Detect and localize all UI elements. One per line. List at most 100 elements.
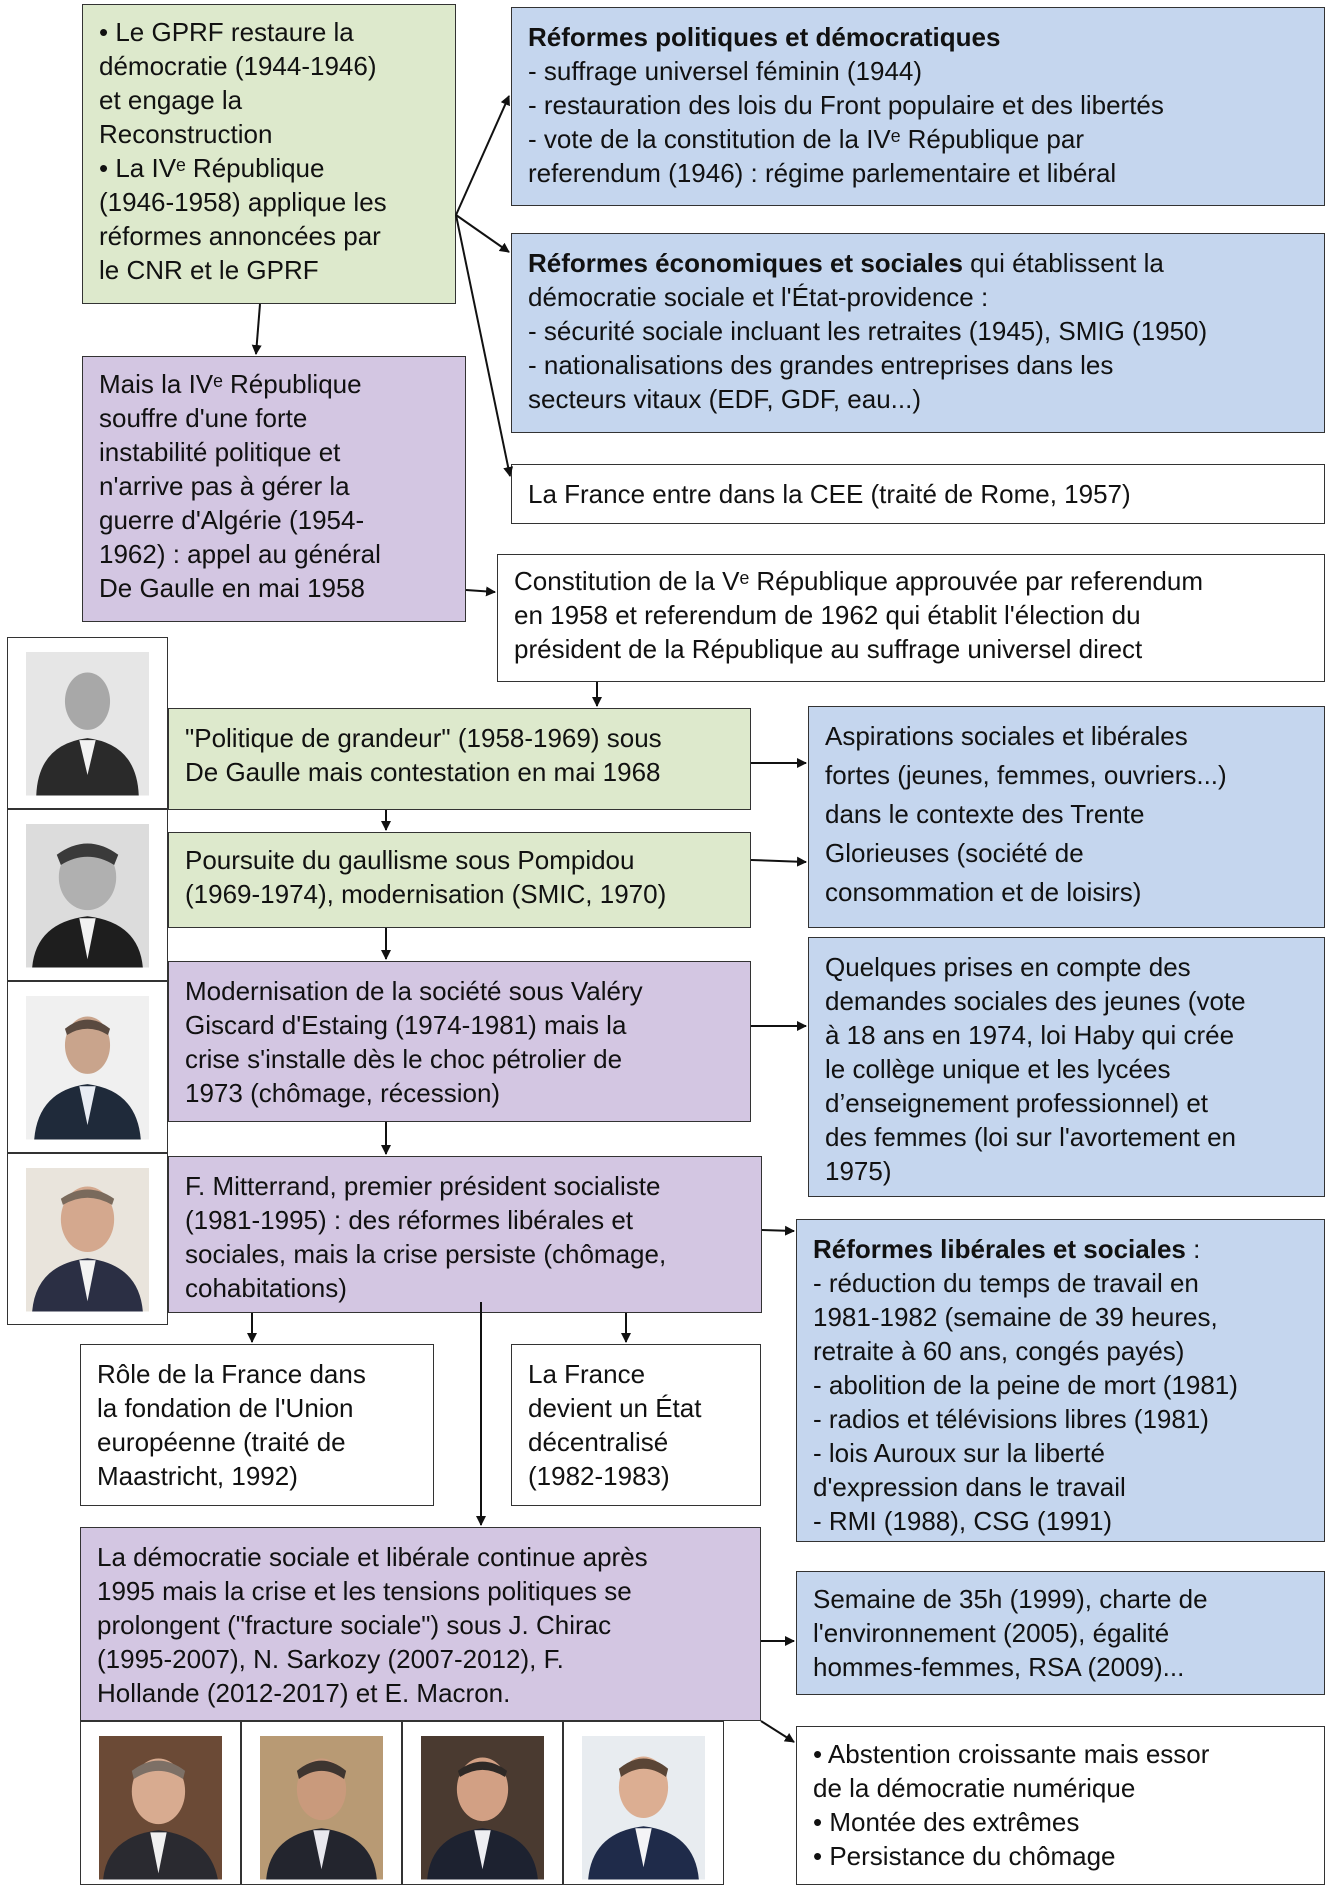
cee-box: La France entre dans la CEE (traité de R… — [511, 464, 1325, 524]
thirty-five-line: hommes-femmes, RSA (2009)... — [813, 1652, 1185, 1682]
de-gaulle-line: "Politique de grandeur" (1958-1969) sous — [185, 723, 662, 753]
economic-reforms-box: Réformes économiques et sociales qui éta… — [511, 233, 1325, 433]
political-reforms-title: Réformes politiques et démocratiques — [528, 22, 1001, 52]
gprf-line: et engage la — [99, 85, 243, 115]
economic-reforms-line: secteurs vitaux (EDF, GDF, eau...) — [528, 384, 922, 414]
mitterrand-line: sociales, mais la crise persiste (chômag… — [185, 1239, 667, 1269]
macron-photo — [563, 1721, 724, 1885]
arrow-gprf-to-crisis — [251, 303, 262, 355]
pompidou-line: (1969-1974), modernisation (SMIC, 1970) — [185, 879, 667, 909]
abstention-line: • Persistance du chômage — [813, 1841, 1116, 1871]
crisis-line: souffre d'une forte — [99, 403, 308, 433]
aspirations-line: dans le contexte des Trente — [825, 799, 1145, 829]
pompidou-photo — [7, 809, 168, 981]
aspirations-line: fortes (jeunes, femmes, ouvriers...) — [825, 760, 1227, 790]
de-gaulle-box: "Politique de grandeur" (1958-1969) sous… — [168, 708, 751, 810]
abstention-line: • Abstention croissante mais essor — [813, 1739, 1210, 1769]
arrow-mitterrand-to-liberal — [761, 1225, 795, 1236]
fifth-republic-constitution-box: Constitution de la Vᵉ République approuv… — [497, 554, 1325, 682]
youth-line: des femmes (loi sur l'avortement en — [825, 1122, 1237, 1152]
youth-line: 1975) — [825, 1156, 892, 1186]
eu-line: Rôle de la France dans — [97, 1359, 366, 1389]
aspirations-box: Aspirations sociales et libérales fortes… — [808, 706, 1325, 928]
political-reforms-line: referendum (1946) : régime parlementaire… — [528, 158, 1117, 188]
hollande-photo — [402, 1721, 563, 1885]
gprf-line: démocratie (1944-1946) — [99, 51, 377, 81]
liberal-reforms-title: Réformes libérales et sociales — [813, 1234, 1186, 1264]
eu-line: Maastricht, 1992) — [97, 1461, 298, 1491]
gprf-line: (1946-1958) applique les — [99, 187, 387, 217]
decentralization-line: La France — [528, 1359, 646, 1389]
giscard-line: crise s'installe dès le choc pétrolier d… — [185, 1044, 623, 1074]
aspirations-line: Glorieuses (société de — [825, 838, 1084, 868]
pompidou-box: Poursuite du gaullisme sous Pompidou (19… — [168, 832, 751, 928]
giscard-line: Giscard d'Estaing (1974-1981) mais la — [185, 1010, 627, 1040]
liberal-reforms-line: retraite à 60 ans, congés payés) — [813, 1336, 1185, 1366]
chirac-photo — [80, 1721, 241, 1885]
de-gaulle-line: De Gaulle mais contestation en mai 1968 — [185, 757, 661, 787]
aspirations-line: Aspirations sociales et libérales — [825, 721, 1188, 751]
political-reforms-line: - restauration des lois du Front populai… — [528, 90, 1164, 120]
youth-line: Quelques prises en compte des — [825, 952, 1191, 982]
hollande-portrait-icon — [421, 1736, 544, 1880]
crisis-line: 1962) : appel au général — [99, 539, 381, 569]
arrow-gprf-to-economic — [455, 214, 510, 253]
gprf-line: le CNR et le GPRF — [99, 255, 319, 285]
youth-line: d’enseignement professionnel) et — [825, 1088, 1209, 1118]
eu-line: la fondation de l'Union — [97, 1393, 354, 1423]
decentralization-line: (1982-1983) — [528, 1461, 670, 1491]
post-1995-box: La démocratie sociale et libérale contin… — [80, 1527, 761, 1721]
mitterrand-line: F. Mitterrand, premier président sociali… — [185, 1171, 661, 1201]
crisis-line: Mais la IVᵉ République — [99, 369, 362, 399]
crisis-line: guerre d'Algérie (1954- — [99, 505, 365, 535]
liberal-reforms-line: - réduction du temps de travail en — [813, 1268, 1199, 1298]
crisis-line: De Gaulle en mai 1958 — [99, 573, 365, 603]
liberal-reforms-line: d'expression dans le travail — [813, 1472, 1126, 1502]
economic-reforms-title: Réformes économiques et sociales — [528, 248, 963, 278]
economic-reforms-title-rest: qui établissent la — [962, 248, 1164, 278]
abstention-line: de la démocratie numérique — [813, 1773, 1136, 1803]
youth-demands-box: Quelques prises en compte des demandes s… — [808, 937, 1325, 1197]
cee-text: La France entre dans la CEE (traité de R… — [528, 479, 1131, 509]
post-1995-line: Hollande (2012-2017) et E. Macron. — [97, 1678, 511, 1708]
giscard-portrait-icon — [26, 996, 149, 1140]
thirty-five-line: Semaine de 35h (1999), charte de — [813, 1584, 1208, 1614]
giscard-line: Modernisation de la société sous Valéry — [185, 976, 643, 1006]
youth-line: demandes sociales des jeunes (vote — [825, 986, 1246, 1016]
giscard-line: 1973 (chômage, récession) — [185, 1078, 501, 1108]
liberal-reforms-box: Réformes libérales et sociales : - réduc… — [796, 1219, 1325, 1542]
liberal-reforms-heading: Réformes libérales et sociales : — [813, 1232, 1308, 1266]
abstention-box: • Abstention croissante mais essor de la… — [796, 1726, 1325, 1885]
mitterrand-photo — [7, 1153, 168, 1325]
chirac-portrait-icon — [99, 1736, 222, 1880]
youth-line: le collège unique et les lycées — [825, 1054, 1171, 1084]
mitterrand-line: cohabitations) — [185, 1273, 347, 1303]
gprf-line: • La IVᵉ République — [99, 153, 325, 183]
political-reforms-line: - suffrage universel féminin (1944) — [528, 56, 923, 86]
economic-reforms-line: démocratie sociale et l'État-providence … — [528, 282, 989, 312]
mitterrand-box: F. Mitterrand, premier président sociali… — [168, 1156, 762, 1313]
giscard-photo — [7, 981, 168, 1153]
economic-reforms-line: - sécurité sociale incluant les retraite… — [528, 316, 1208, 346]
arrow-pompidou-to-aspirations — [750, 856, 807, 867]
post-1995-line: (1995-2007), N. Sarkozy (2007-2012), F. — [97, 1644, 564, 1674]
thirty-five-hours-box: Semaine de 35h (1999), charte de l'envir… — [796, 1571, 1325, 1695]
sarkozy-photo — [241, 1721, 402, 1885]
constitution-line: président de la République au suffrage u… — [514, 634, 1143, 664]
de-gaulle-portrait-icon — [26, 652, 149, 796]
arrow-gprf-to-political — [455, 95, 510, 216]
gprf-line: • Le GPRF restaure la — [99, 17, 354, 47]
thirty-five-line: l'environnement (2005), égalité — [813, 1618, 1170, 1648]
european-union-box: Rôle de la France dans la fondation de l… — [80, 1344, 434, 1506]
liberal-reforms-line: - RMI (1988), CSG (1991) — [813, 1506, 1113, 1536]
arrow-post-1995-to-abstention — [760, 1720, 795, 1743]
decentralization-box: La France devient un État décentralisé (… — [511, 1344, 761, 1506]
political-reforms-line: - vote de la constitution de la IVᵉ Répu… — [528, 124, 1085, 154]
decentralization-line: devient un État — [528, 1393, 702, 1423]
mitterrand-portrait-icon — [26, 1168, 149, 1312]
liberal-reforms-line: - abolition de la peine de mort (1981) — [813, 1370, 1238, 1400]
gprf-box: • Le GPRF restaure la démocratie (1944-1… — [82, 4, 456, 304]
giscard-box: Modernisation de la société sous Valéry … — [168, 961, 751, 1122]
eu-line: européenne (traité de — [97, 1427, 346, 1457]
economic-reforms-line: - nationalisations des grandes entrepris… — [528, 350, 1114, 380]
